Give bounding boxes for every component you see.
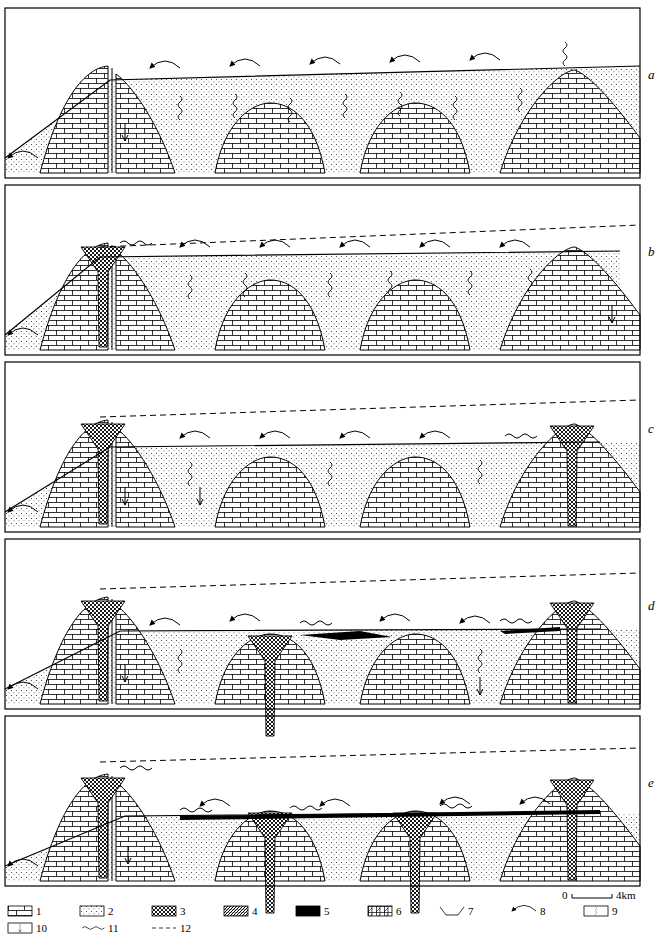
legend-number: 11 — [108, 922, 119, 934]
scale-label: 4km — [616, 889, 636, 901]
legend-number: 3 — [180, 905, 186, 917]
panel-letter: d — [647, 599, 656, 613]
panel-letter: b — [647, 245, 656, 259]
legend-number: 8 — [540, 905, 546, 917]
legend-number: 12 — [180, 922, 191, 934]
panel-letter: c — [647, 422, 655, 436]
panel-letter: e — [647, 776, 655, 790]
legend-number: 6 — [396, 905, 402, 917]
legend-number: 7 — [468, 905, 474, 917]
panel-letter: a — [647, 68, 656, 82]
legend-number: 4 — [252, 905, 258, 917]
legend-number: 2 — [108, 905, 114, 917]
legend-number: 9 — [612, 905, 618, 917]
legend-number: 10 — [36, 922, 47, 934]
legend-number: 1 — [36, 905, 42, 917]
scale-label: 0 — [562, 889, 568, 901]
legend-number: 5 — [324, 905, 330, 917]
